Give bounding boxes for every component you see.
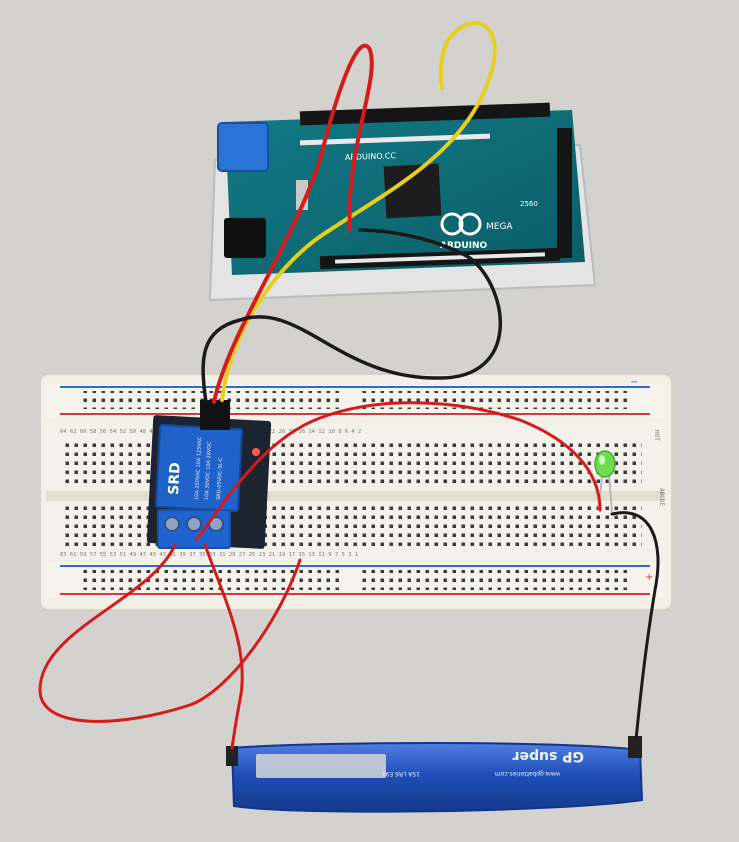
- relay-rating-1: 10A 250VAC 10A 125VAC: [194, 436, 203, 500]
- relay-led: [252, 448, 260, 456]
- battery-label-strip: [256, 754, 386, 778]
- relay-header-pins: [200, 400, 230, 430]
- yellow-wire: [220, 21, 497, 402]
- arduino-mega-board: ARDUINO.CC ARDUINO MEGA 2560: [208, 102, 597, 302]
- side-letters: ABCDE: [658, 488, 665, 506]
- red-wire-battery: [203, 543, 244, 750]
- red-wire-led: [194, 401, 602, 542]
- microcontroller-chip: [383, 163, 442, 219]
- rail-minus-label: −: [630, 377, 638, 388]
- power-jack: [224, 218, 266, 258]
- relay-brand: SRD: [166, 462, 184, 495]
- arduino-site-label: ARDUINO.CC: [345, 151, 397, 162]
- relay-coil-label: SRD-05VDC-SL-C: [216, 457, 224, 500]
- relay-module: SRD 10A 250VAC 10A 125VAC 10A 30VDC 10A …: [146, 400, 272, 549]
- relay-rating-2: 10A 30VDC 10A 28VDC: [204, 441, 213, 500]
- red-wire-loop: [38, 543, 302, 723]
- battery-url: www.gpbatteries.com: [495, 770, 560, 777]
- arduino-brand-label: ARDUINO: [440, 241, 488, 251]
- battery-brand: GP super: [513, 748, 584, 764]
- rail-plus-label: +: [645, 572, 653, 583]
- usb-connector: [217, 122, 269, 172]
- arduino-logo-icon: [440, 212, 482, 236]
- wires: [38, 21, 660, 750]
- black-wire-battery: [610, 511, 660, 742]
- center-channel: [46, 491, 664, 501]
- arduino-rev-label: 2560: [520, 200, 538, 208]
- battery-pack: GP super www.gpbatteries.com 15A LR6 E91: [226, 736, 644, 813]
- side-header: [557, 128, 572, 258]
- battery-spec: 15A LR6 E91: [382, 770, 420, 777]
- arduino-model-label: MEGA: [486, 222, 513, 232]
- green-led: [594, 450, 616, 513]
- rail-hot-label: HOT: [653, 430, 660, 441]
- red-wire-signal: [212, 43, 374, 404]
- breadboard: 64 62 60 58 56 54 52 50 48 46 44 42 40 3…: [39, 373, 673, 611]
- black-wire-ground: [201, 228, 503, 404]
